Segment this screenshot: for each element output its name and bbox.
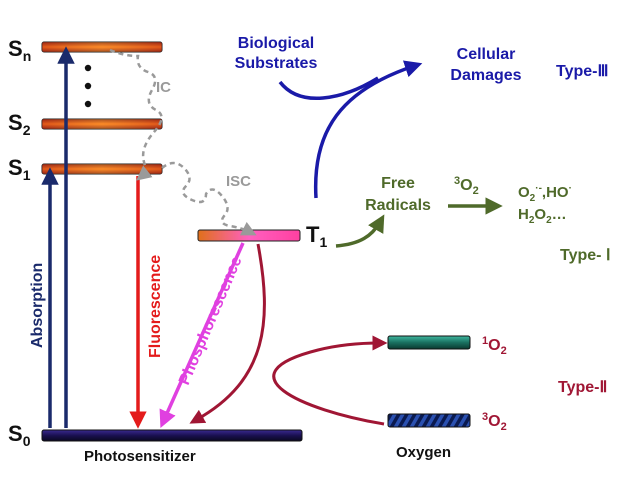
biological-curve [278, 76, 379, 101]
label-biological: Biological [238, 35, 314, 52]
label-free: Free [381, 175, 415, 192]
label-sn: Sn [8, 36, 31, 64]
label-ros-line1: O2·-,HO· [518, 183, 572, 204]
label-fluorescence: Fluorescence [147, 255, 164, 358]
ellipsis-dot [84, 64, 92, 72]
label-s2: S2 [8, 110, 31, 138]
label-singlet-o2: 1O2 [482, 335, 507, 357]
label-s1: S1 [8, 155, 31, 183]
label-damages: Damages [450, 67, 521, 84]
label-ground-o2: 3O2 [482, 411, 507, 433]
ellipsis-dot [84, 82, 92, 90]
label-type2: Type-Ⅱ [558, 379, 607, 396]
label-cellular: Cellular [457, 46, 516, 63]
t1-to-radicals-arrow [335, 214, 385, 248]
label-absorption: Absorption [29, 263, 46, 348]
type3-main-arrow [313, 60, 423, 199]
label-phosphorescence: Phosphorescence [176, 254, 246, 388]
energy-transfer-arrow [272, 335, 388, 426]
isc-wavy-arrow [161, 161, 257, 236]
triplet-oxygen-level [387, 413, 471, 428]
label-ros-line2: H2O2… [518, 206, 567, 226]
level-sn [41, 41, 163, 53]
ellipsis-dot [84, 100, 92, 108]
label-ic: IC [156, 79, 171, 96]
level-s1 [41, 163, 163, 175]
ic-wavy-arrow [109, 48, 163, 181]
label-reactant-triplet-o2: 3O2 [454, 175, 479, 197]
label-radicals: Radicals [365, 197, 431, 214]
label-substrates: Substrates [235, 55, 318, 72]
t1-decay-arrow [189, 243, 266, 424]
label-oxygen: Oxygen [396, 444, 451, 461]
label-isc: ISC [226, 173, 251, 190]
level-t1 [197, 229, 301, 242]
label-type1: Type- Ⅰ [560, 247, 611, 264]
level-s0 [41, 429, 303, 442]
label-t1: T1 [306, 222, 327, 250]
label-type3: Type-Ⅲ [556, 63, 609, 80]
label-s0: S0 [8, 421, 31, 449]
singlet-oxygen-level [387, 335, 471, 350]
label-photosensitizer: Photosensitizer [84, 448, 196, 465]
level-s2 [41, 118, 163, 130]
phosphorescence-arrow [159, 242, 245, 428]
